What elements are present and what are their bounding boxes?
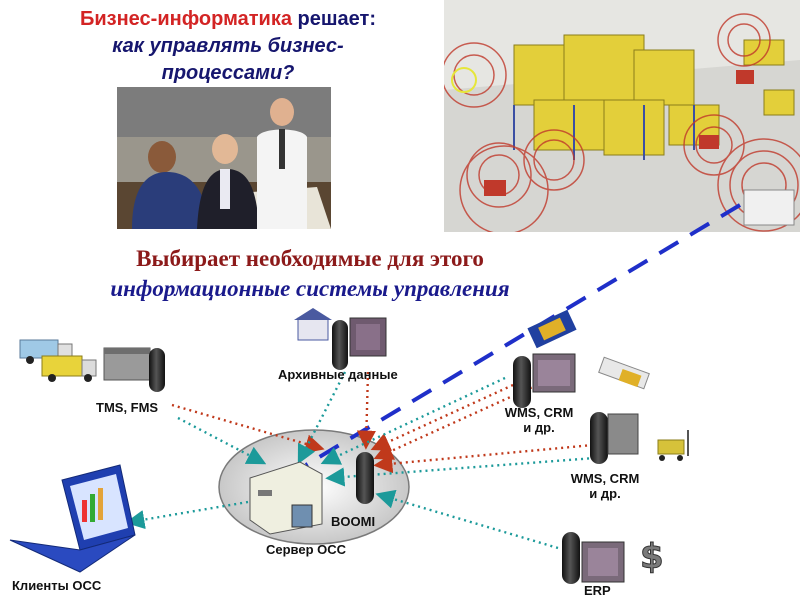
arrow-archive-to-boomi [366, 372, 368, 445]
arrow-erp-to-boomi [380, 495, 558, 548]
archive-database-icon [332, 320, 348, 370]
dollar-icon: $ [640, 537, 664, 577]
label-server: Сервер ОСС [266, 542, 346, 557]
wms2-server-icon [608, 414, 638, 454]
label-wms1-line1: WMS, CRM [494, 405, 584, 420]
label-wms1: WMS, CRM и др. [494, 405, 584, 435]
bank-icon [294, 308, 332, 340]
svg-text:$: $ [640, 537, 664, 577]
wms1-database-icon [513, 356, 531, 408]
truck-icon [20, 340, 96, 382]
wms2-database-icon [590, 412, 608, 464]
label-wms2-line2: и др. [560, 486, 650, 501]
tms-database-icon [149, 348, 165, 392]
arrow-wms1-to-boomi [375, 385, 513, 448]
card-device-icon [599, 357, 650, 388]
label-clients: Клиенты ОСС [12, 578, 101, 593]
label-erp: ERP [584, 583, 611, 598]
label-wms2-line1: WMS, CRM [560, 471, 650, 486]
label-wms1-line2: и др. [494, 420, 584, 435]
erp-server-icon [582, 542, 624, 582]
arrow-wms1-to-server [325, 378, 505, 462]
label-boomi: BOOMI [331, 514, 375, 529]
archive-server-icon [350, 318, 386, 356]
tms-server-icon [104, 348, 150, 380]
forklift-icon [658, 430, 688, 461]
erp-database-icon [562, 532, 580, 584]
arrow-wms2-to-boomi [378, 445, 593, 465]
label-tms: TMS, FMS [96, 400, 158, 415]
label-wms2: WMS, CRM и др. [560, 471, 650, 501]
label-archive: Архивные данные [278, 367, 398, 382]
boomi-database-icon [356, 452, 374, 504]
laptop-icon [10, 465, 135, 572]
wms1-server-icon [533, 354, 575, 392]
